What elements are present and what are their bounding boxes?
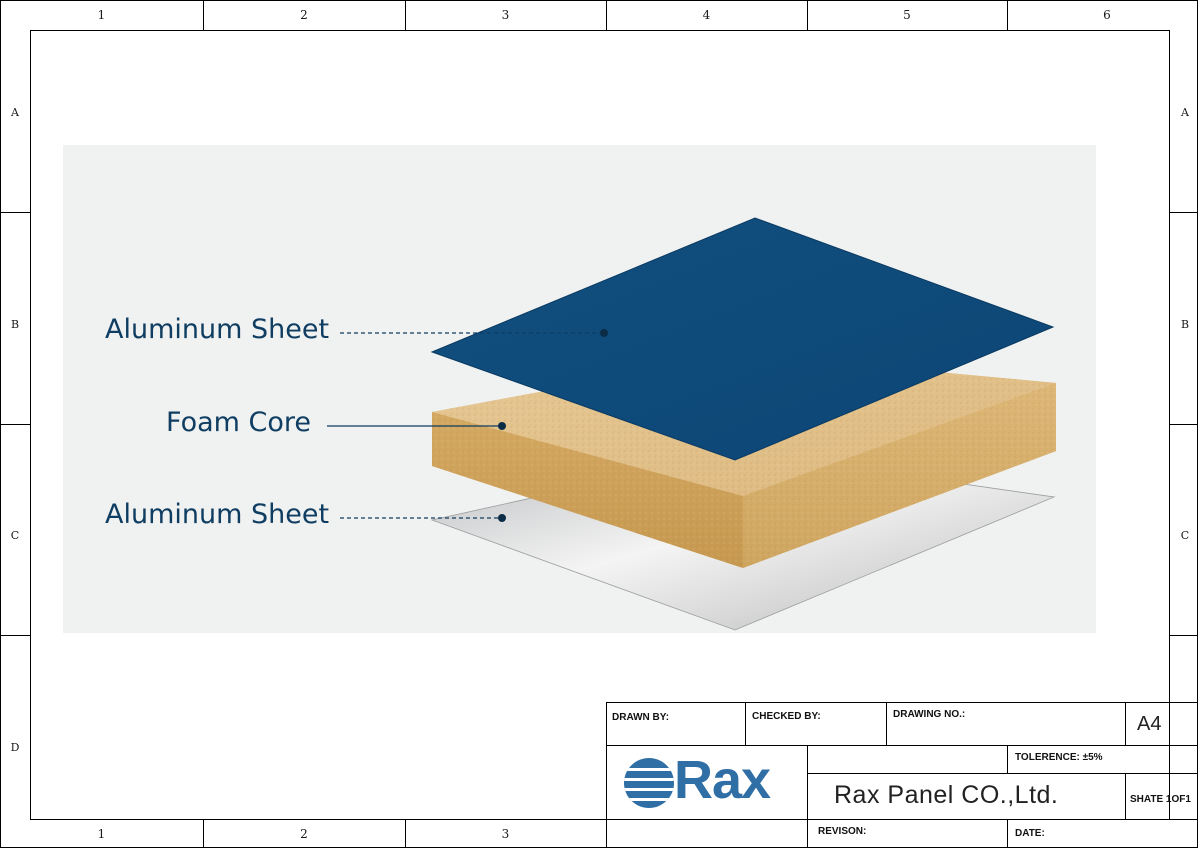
left-zone-a: A: [11, 106, 19, 119]
bottom-zone-3: 3: [501, 827, 510, 841]
bottom-zone-1: 1: [97, 827, 106, 841]
left-zone-divider: [0, 635, 30, 636]
company-name: Rax Panel CO.,Ltd.: [834, 781, 1059, 809]
right-zone-divider: [1170, 424, 1198, 425]
top-zone-3: 3: [501, 8, 510, 22]
title-block-divider: [886, 702, 887, 745]
right-zone-c: C: [1180, 529, 1190, 542]
title-block-divider: [1125, 702, 1126, 745]
bottom-zone-divider: [405, 820, 406, 848]
title-block-divider: [606, 745, 1198, 746]
left-zone-divider: [0, 212, 30, 213]
right-zone-divider: [1170, 635, 1198, 636]
left-zone-b: B: [10, 318, 20, 331]
leader-dot-bottom-sheet: [498, 514, 506, 522]
right-zone-divider: [1170, 212, 1198, 213]
drawing-number-label: DRAWING NO.:: [893, 709, 966, 720]
left-zone-c: C: [10, 529, 20, 542]
left-zone-divider: [0, 424, 30, 425]
revision-label: REVISON:: [818, 826, 867, 837]
leader-dot-top-sheet: [600, 329, 608, 337]
bottom-zone-2: 2: [300, 827, 308, 841]
top-zone-divider: [606, 0, 607, 30]
top-zone-divider: [203, 0, 204, 30]
top-zone-divider: [405, 0, 406, 30]
bottom-zone-divider: [203, 820, 204, 848]
top-aluminum-sheet: [430, 217, 1055, 461]
drawn-by-label: DRAWN BY:: [612, 712, 670, 723]
sheet-number-label: SHATE 1OF1: [1130, 794, 1191, 805]
title-block-divider: [745, 702, 746, 745]
top-zone-divider: [807, 0, 808, 30]
sheet-size-value: A4: [1137, 713, 1162, 735]
label-foam-core: Foam Core: [166, 407, 312, 438]
logo-wordmark: Rax: [674, 750, 771, 810]
title-block-frame: [606, 702, 1198, 848]
title-block-divider: [1007, 819, 1008, 848]
top-zone-4: 4: [702, 8, 711, 22]
rax-logo: Rax: [620, 750, 800, 814]
title-block-divider: [606, 819, 1198, 820]
right-zone-a: A: [1181, 106, 1189, 119]
title-block-divider: [807, 745, 808, 848]
label-bottom-aluminum-sheet: Aluminum Sheet: [105, 499, 330, 530]
top-zone-1: 1: [97, 8, 106, 22]
title-block-divider: [1125, 773, 1126, 819]
title-block-divider: [1007, 745, 1008, 773]
drawing-inner-border: [30, 30, 1170, 820]
date-label: DATE:: [1015, 828, 1045, 839]
title-block-divider: [807, 773, 1198, 774]
top-zone-2: 2: [300, 8, 308, 22]
tolerance-label: TOLERENCE: ±5%: [1015, 752, 1103, 763]
left-zone-d: D: [10, 741, 20, 754]
checked-by-label: CHECKED BY:: [752, 711, 821, 722]
label-top-aluminum-sheet: Aluminum Sheet: [105, 314, 330, 345]
globe-icon: [624, 758, 674, 808]
leader-dot-foam-core: [498, 422, 506, 430]
top-zone-6: 6: [1103, 8, 1111, 22]
top-zone-divider: [1007, 0, 1008, 30]
right-zone-b: B: [1180, 318, 1190, 331]
top-zone-5: 5: [903, 8, 911, 22]
